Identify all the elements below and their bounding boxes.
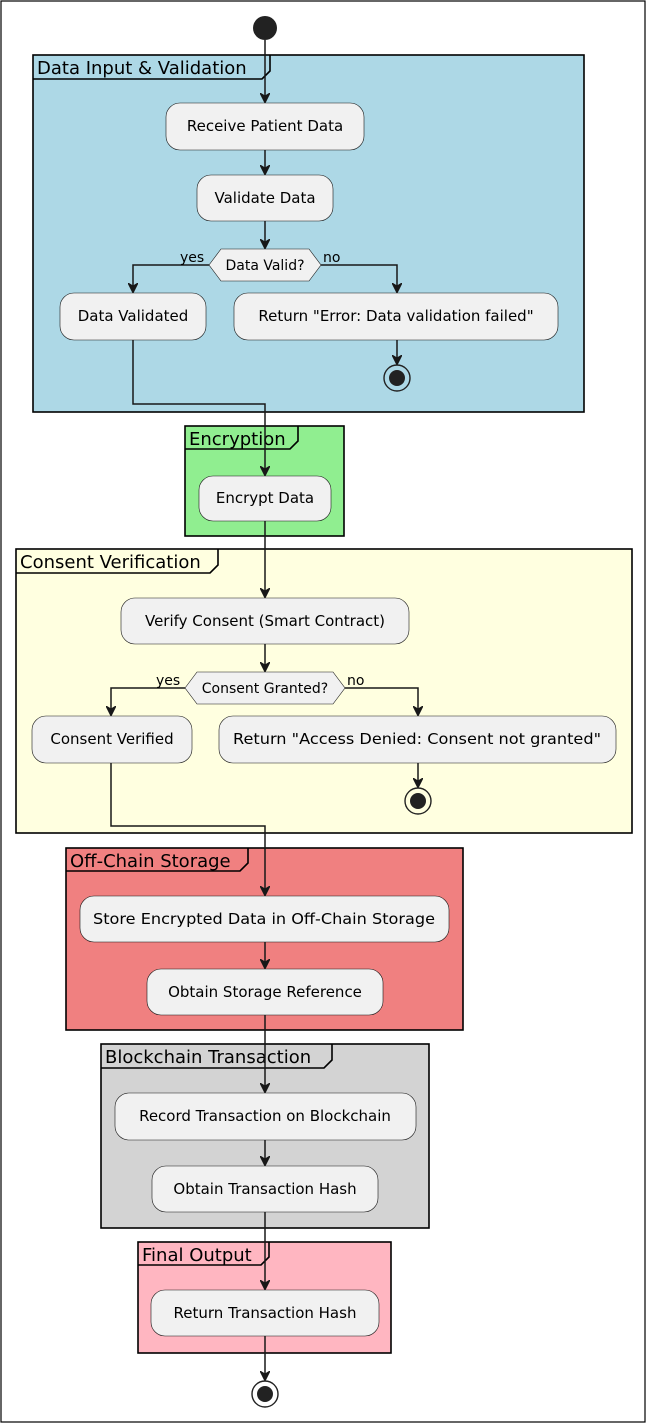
decision-data-valid: Data Valid? bbox=[208, 248, 322, 282]
edge-consent-decision-yes bbox=[111, 687, 185, 715]
edge-decision-yes bbox=[133, 264, 209, 292]
partition-off-chain-storage-title: Off-Chain Storage bbox=[70, 851, 231, 872]
guard-data-valid-yes: yes bbox=[180, 250, 204, 266]
activity-return-validation-error: Return "Error: Data validation failed" bbox=[233, 292, 559, 341]
activity-record-transaction-label: Record Transaction on Blockchain bbox=[139, 1107, 391, 1125]
start-node bbox=[253, 16, 277, 40]
activity-return-access-denied: Return "Access Denied: Consent not grant… bbox=[218, 715, 617, 764]
end-node-consent-denied bbox=[404, 787, 432, 815]
activity-receive-patient-data: Receive Patient Data bbox=[165, 102, 365, 151]
activity-store-encrypted-data-label: Store Encrypted Data in Off-Chain Storag… bbox=[93, 910, 435, 928]
activity-store-encrypted-data: Store Encrypted Data in Off-Chain Storag… bbox=[79, 895, 450, 943]
activity-data-validated: Data Validated bbox=[59, 292, 207, 341]
activity-encrypt-data-label: Encrypt Data bbox=[216, 489, 314, 507]
activity-validate-data: Validate Data bbox=[196, 174, 334, 222]
activity-encrypt-data: Encrypt Data bbox=[198, 475, 332, 522]
decision-consent-granted-label: Consent Granted? bbox=[202, 681, 328, 697]
edge-validated-to-encrypt bbox=[132, 340, 265, 475]
activity-obtain-transaction-hash: Obtain Transaction Hash bbox=[151, 1165, 379, 1213]
edge-consent-decision-no bbox=[345, 687, 418, 715]
activity-consent-verified: Consent Verified bbox=[31, 715, 193, 764]
activity-receive-patient-data-label: Receive Patient Data bbox=[187, 117, 343, 135]
activity-verify-consent: Verify Consent (Smart Contract) bbox=[120, 597, 410, 645]
activity-return-access-denied-label: Return "Access Denied: Consent not grant… bbox=[233, 730, 601, 748]
activity-return-transaction-hash-label: Return Transaction Hash bbox=[174, 1304, 357, 1322]
edge-decision-no bbox=[321, 264, 397, 292]
guard-consent-no: no bbox=[347, 673, 364, 689]
activity-consent-verified-label: Consent Verified bbox=[50, 730, 173, 748]
edge-verified-to-store bbox=[110, 763, 265, 895]
end-node-validation-failed bbox=[383, 364, 411, 392]
activity-obtain-transaction-hash-label: Obtain Transaction Hash bbox=[173, 1180, 356, 1198]
partition-data-input-title: Data Input & Validation bbox=[37, 58, 247, 79]
decision-consent-granted: Consent Granted? bbox=[184, 671, 346, 705]
partition-encryption-title: Encryption bbox=[189, 429, 286, 450]
activity-validate-data-label: Validate Data bbox=[214, 189, 315, 207]
partition-final-output-title: Final Output bbox=[142, 1245, 252, 1266]
activity-obtain-storage-reference: Obtain Storage Reference bbox=[146, 968, 384, 1016]
decision-data-valid-label: Data Valid? bbox=[225, 258, 304, 274]
partition-consent-verification-title: Consent Verification bbox=[20, 552, 201, 573]
guard-data-valid-no: no bbox=[323, 250, 340, 266]
activity-record-transaction: Record Transaction on Blockchain bbox=[114, 1092, 417, 1141]
partition-blockchain-transaction-title: Blockchain Transaction bbox=[105, 1047, 311, 1068]
activity-return-validation-error-label: Return "Error: Data validation failed" bbox=[258, 307, 533, 325]
guard-consent-yes: yes bbox=[156, 673, 180, 689]
end-node-final bbox=[251, 1380, 279, 1408]
activity-obtain-storage-reference-label: Obtain Storage Reference bbox=[168, 983, 362, 1001]
activity-data-validated-label: Data Validated bbox=[78, 307, 189, 325]
activity-verify-consent-label: Verify Consent (Smart Contract) bbox=[145, 612, 385, 630]
activity-return-transaction-hash: Return Transaction Hash bbox=[150, 1289, 380, 1337]
control-flow-edges bbox=[111, 40, 418, 1380]
